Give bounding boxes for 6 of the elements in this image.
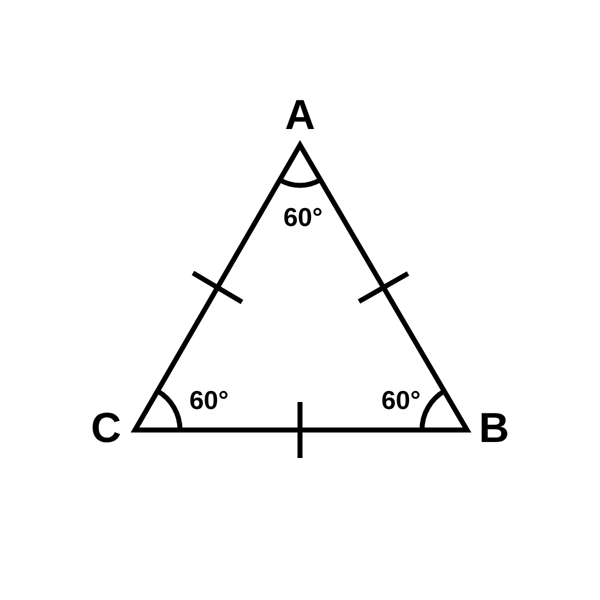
angle-label: 60° — [381, 387, 421, 413]
vertex-label: C — [90, 407, 122, 449]
angle-label: 60° — [189, 387, 229, 413]
vertex-label: A — [284, 94, 316, 136]
angle-label: 60° — [283, 204, 323, 230]
vertex-label: B — [478, 407, 510, 449]
